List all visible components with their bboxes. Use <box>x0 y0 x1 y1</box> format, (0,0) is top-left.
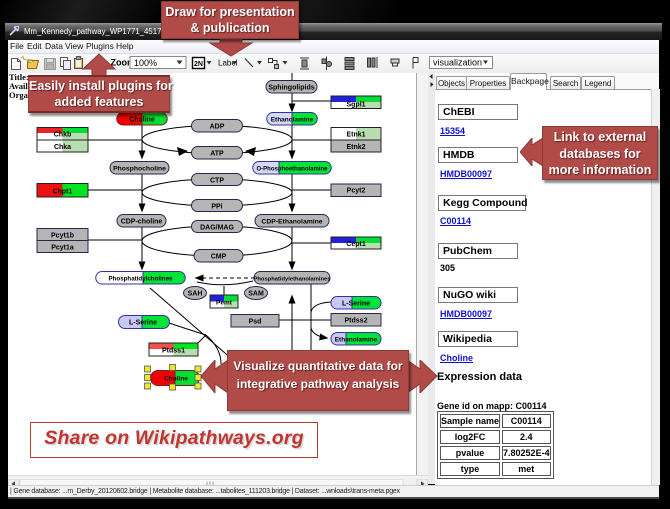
svg-text:CTP: CTP <box>210 178 224 185</box>
svg-text:Pemt: Pemt <box>216 300 233 307</box>
svg-text:Phosphatidylethanolamines: Phosphatidylethanolamines <box>254 277 331 283</box>
svg-text:Phosphocholine: Phosphocholine <box>113 166 166 173</box>
svg-text:visualization: visualization <box>433 58 482 68</box>
svg-text:Chkb: Chkb <box>54 132 72 139</box>
svg-text:Pcyt1a: Pcyt1a <box>51 245 74 252</box>
svg-text:SAM: SAM <box>248 291 264 298</box>
svg-text:SAH: SAH <box>188 291 203 298</box>
svg-text:Chpt1: Chpt1 <box>53 189 73 196</box>
svg-text:2N: 2N <box>194 61 203 68</box>
svg-text:O-Phosphoethanolamine: O-Phosphoethanolamine <box>256 167 328 173</box>
svg-text:Zoom:: Zoom: <box>111 58 139 68</box>
svg-text:Chka: Chka <box>54 144 71 151</box>
svg-text:Sphingolipids: Sphingolipids <box>268 85 314 92</box>
svg-text:ATP: ATP <box>210 151 224 158</box>
svg-text:CDP-Ethanolamine: CDP-Ethanolamine <box>261 219 322 226</box>
svg-text:Organism: Organism <box>9 90 45 100</box>
svg-text:L-Serine: L-Serine <box>342 301 370 308</box>
svg-text:PPi: PPi <box>211 204 222 211</box>
svg-text:Ethanolamine: Ethanolamine <box>271 117 314 124</box>
svg-text:CDP-choline: CDP-choline <box>121 219 163 226</box>
svg-text:100%: 100% <box>134 58 157 68</box>
svg-text:CMP: CMP <box>211 254 227 261</box>
svg-text:Phosphatidylcholines: Phosphatidylcholines <box>109 276 174 283</box>
svg-text:Ethanolamine: Ethanolamine <box>335 337 378 344</box>
svg-text:DAG/MAG: DAG/MAG <box>200 225 234 232</box>
svg-text:Choline: Choline <box>164 376 188 383</box>
svg-text:Sgpl1: Sgpl1 <box>346 102 365 109</box>
svg-text:Label: Label <box>218 59 238 68</box>
svg-text:Etnk2: Etnk2 <box>346 144 365 151</box>
svg-text:Pcyt1b: Pcyt1b <box>51 233 74 240</box>
svg-text:Etnk1: Etnk1 <box>346 132 365 139</box>
svg-text:L-Serine: L-Serine <box>129 320 157 327</box>
svg-text:Ptdss1: Ptdss1 <box>162 348 185 355</box>
svg-text:Pcyt2: Pcyt2 <box>347 188 366 195</box>
svg-text:Title:: Title: <box>9 73 29 82</box>
svg-text:Available: Available <box>9 81 43 91</box>
svg-text:Ptdss2: Ptdss2 <box>345 318 368 325</box>
svg-text:Choline: Choline <box>129 117 155 124</box>
svg-text:Cept1: Cept1 <box>346 241 366 248</box>
svg-text:ADP: ADP <box>210 124 225 131</box>
svg-text:Psd: Psd <box>249 319 262 326</box>
